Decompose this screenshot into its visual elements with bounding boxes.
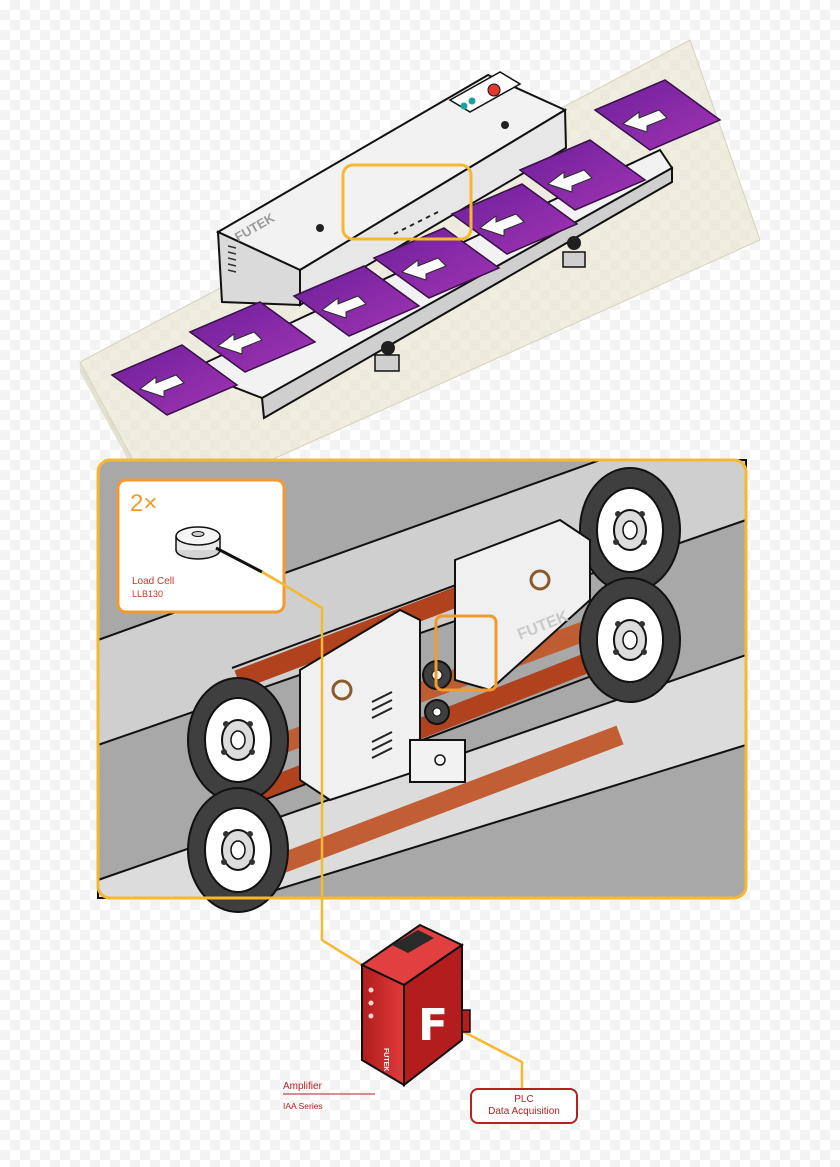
- clamp-right: [454, 518, 591, 692]
- load-cell-model: LLB130: [132, 589, 164, 599]
- indicator-light-icon: [460, 102, 468, 110]
- load-cell-icon: [175, 526, 277, 582]
- clamp-vent: [371, 691, 393, 759]
- load-cell-name: Load Cell: [132, 576, 175, 587]
- wheel: [187, 677, 289, 803]
- connector-line: [459, 1028, 524, 1088]
- indicator-light-icon: [368, 987, 374, 993]
- knob-icon: [501, 121, 509, 129]
- foot: [562, 251, 586, 268]
- amplifier: F FUTEK: [360, 923, 471, 1088]
- amplifier-logo: F: [418, 1000, 448, 1051]
- sensor-highlight: [434, 614, 498, 692]
- head-vent: [393, 211, 439, 235]
- vent: [227, 245, 237, 273]
- load-cell-callout: [116, 478, 286, 614]
- knob-icon: [567, 236, 581, 250]
- knob-icon: [316, 224, 324, 232]
- conveyor-machine: FUTEK: [79, 39, 761, 518]
- detail-frame: [96, 458, 748, 900]
- stop-button-icon: [487, 83, 501, 97]
- connector-line: [275, 578, 363, 967]
- amplifier-series: IAA Series: [283, 1101, 323, 1111]
- wheel: [579, 577, 681, 703]
- amplifier-label: Amplifier: [283, 1081, 322, 1092]
- terminal-block: [392, 930, 434, 953]
- indicator-light-icon: [368, 1000, 374, 1006]
- wheel: [579, 467, 681, 593]
- indicator-light-icon: [368, 1013, 374, 1019]
- plc-sublabel: Data Acquisition: [488, 1106, 560, 1117]
- plc-box: PLC Data Acquisition: [470, 1088, 578, 1124]
- load-cell-count: 2×: [130, 490, 158, 517]
- wheel: [187, 787, 289, 913]
- foot: [374, 354, 400, 372]
- plc-label: PLC: [514, 1094, 534, 1105]
- highlight-box: [341, 163, 473, 241]
- knob-icon: [381, 341, 395, 355]
- indicator-light-icon: [468, 97, 476, 105]
- amplifier-brand: FUTEK: [382, 1048, 389, 1071]
